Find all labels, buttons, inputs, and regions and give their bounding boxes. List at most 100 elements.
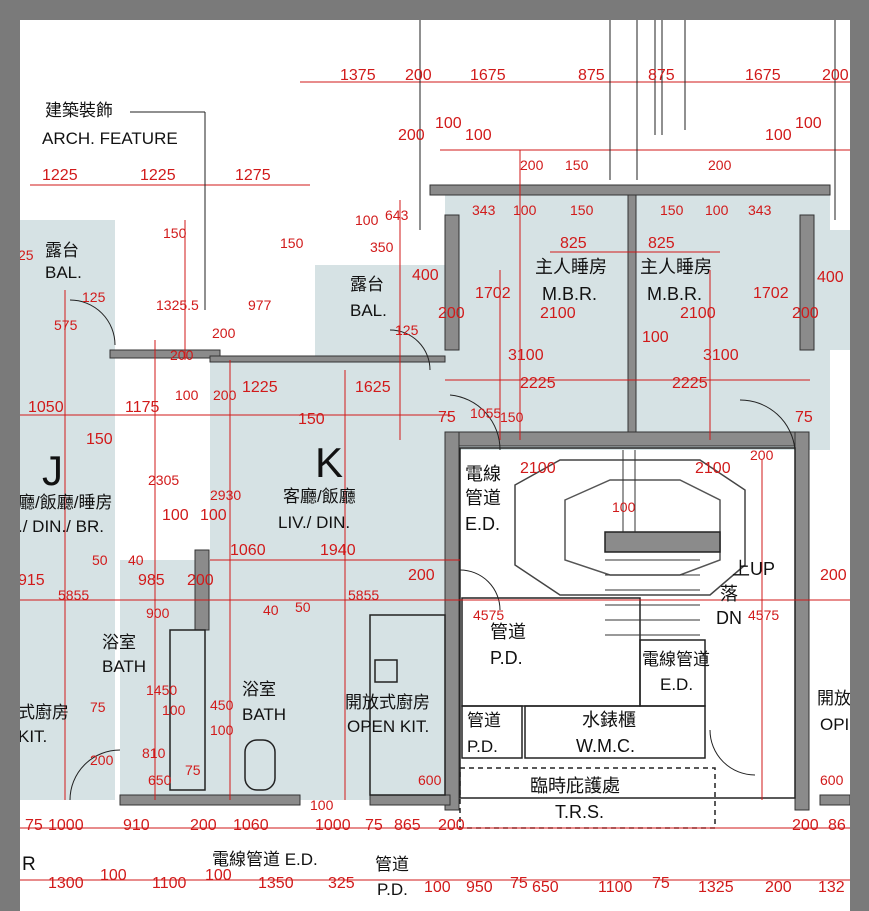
arch-feature-zh: 建築裝飾: [45, 101, 113, 120]
dim-row3b: 343: [472, 202, 496, 218]
dim-row3b: 200: [708, 157, 732, 173]
core-left-wall: [444, 431, 460, 811]
dim-mid: 1225: [242, 379, 278, 396]
dim-liv: 1060: [230, 542, 266, 559]
trs-zh: 臨時庇護處: [530, 776, 620, 796]
dim-mbr: 2225: [520, 375, 556, 392]
balcony-edge-left: [109, 349, 221, 359]
bath-mid-fill: [210, 620, 295, 800]
living-top-wall: [209, 355, 446, 363]
dim-bath: 915: [20, 572, 45, 589]
mbr-left-fill: [445, 195, 635, 450]
kitchen-left-zh: 式廚房: [20, 702, 69, 722]
balcony-right-fill: [815, 230, 850, 350]
bottom-pd-zh: 管道: [375, 855, 409, 874]
dim-bath: 200: [90, 752, 114, 768]
dim-top2: 200: [398, 127, 425, 144]
bottom-r: R: [22, 854, 36, 875]
pd-small-en: P.D.: [467, 737, 498, 756]
ed2-room: [639, 639, 706, 707]
unit-k: K: [315, 439, 343, 486]
dim-bath: 985: [138, 572, 165, 589]
bath-left-zh: 浴室: [102, 633, 136, 652]
ed-small-zh: 電線管道: [642, 650, 710, 669]
dim-left: 1325.5: [156, 297, 199, 313]
walls: [109, 184, 850, 811]
living-room-zh: 客廳/飯廳: [283, 487, 356, 506]
stair-down-zh: 落: [720, 584, 738, 604]
dim-left: 125: [82, 289, 106, 305]
mbr-left-zh: 主人睡房: [535, 257, 607, 277]
room-fills: [20, 195, 850, 800]
bath-mid-zh: 浴室: [242, 680, 276, 699]
dim-row3: 1225: [140, 167, 176, 184]
balcony-left-zh: 露台: [45, 241, 79, 260]
dim-bottom: 100: [100, 867, 127, 884]
trs-en: T.R.S.: [555, 802, 604, 822]
open-kitchen-zh: 開放式廚房: [345, 692, 430, 712]
dim-bath: 810: [142, 745, 166, 761]
dim-bottom: 910: [123, 817, 150, 834]
dim-row3b: 643: [385, 207, 409, 223]
dim-mbr: 100: [642, 329, 669, 346]
dim-bath: 450: [210, 697, 234, 713]
dim-mbr: 400: [817, 269, 844, 286]
bottom-pd-en: P.D.: [377, 880, 408, 899]
dim-bath: 900: [146, 605, 170, 621]
dim-row3b: 350: [370, 239, 394, 255]
dim-bath: 75: [90, 699, 106, 715]
kitchen-right-zh: 開放: [817, 689, 850, 708]
dim-bottom: 75: [25, 817, 43, 834]
bath1-fixture: [169, 629, 206, 791]
dim-row3b: 150: [570, 202, 594, 218]
dim-mbr: 2100: [680, 305, 716, 322]
dim-left: 575: [54, 317, 78, 333]
dim-bottom: 865: [394, 817, 421, 834]
bottom-wall-mid: [369, 794, 451, 806]
dim-bottom: 950: [466, 879, 493, 896]
dim-row3b: 100: [355, 212, 379, 228]
dim-mbr: 400: [412, 267, 439, 284]
mbr-right-wall: [799, 214, 815, 351]
dim-bath: 75: [185, 762, 201, 778]
stair-treads: [605, 450, 700, 636]
dim-mid: 1055: [470, 405, 501, 421]
core-outline: [459, 447, 796, 799]
dim-mid: 150: [500, 409, 524, 425]
dim-row3b: 100: [513, 202, 537, 218]
dim-bath: 50: [92, 552, 108, 568]
stair-inner: [564, 479, 721, 576]
dim-mbr: 200: [792, 305, 819, 322]
dim-mid: 150: [298, 411, 325, 428]
dim-bath: 1450: [146, 682, 177, 698]
dim-bottom: 200: [765, 879, 792, 896]
ed-small-en: E.D.: [660, 675, 693, 694]
dim-mbr: 3100: [703, 347, 739, 364]
bottom-ed: 電線管道 E.D.: [212, 850, 318, 869]
dimension-values: 1375 200 1675 875 875 1675 200 200 100 1…: [20, 67, 849, 896]
dim-top2: 100: [465, 127, 492, 144]
bottom-wall-left: [119, 794, 301, 806]
dim-bottom: 1300: [48, 875, 84, 892]
dim-bath: 40: [128, 552, 144, 568]
dim-row3b: 100: [705, 202, 729, 218]
dim-top: 875: [648, 67, 675, 84]
pd-small-zh: 管道: [467, 711, 501, 730]
dim-bottom: 200: [190, 817, 217, 834]
dim-mid: 75: [438, 409, 456, 426]
dim-bottom: 1100: [598, 879, 633, 896]
pd-core-en: P.D.: [490, 648, 523, 668]
ed-core-zh1: 電線: [465, 464, 501, 484]
pd2-room: [461, 705, 523, 759]
dim-bath: 4575: [473, 607, 504, 623]
dim-mid: 1050: [28, 399, 64, 416]
balcony-left-fill: [20, 230, 90, 340]
dim-left: 125: [395, 322, 419, 338]
open-kitchen-en: OPEN KIT.: [347, 717, 429, 736]
dim-bottom: 600: [820, 772, 844, 788]
dim-bath: 50: [295, 599, 311, 615]
dim-top2: 100: [795, 115, 822, 132]
balcony-mid-zh: 露台: [350, 275, 384, 294]
dim-liv: 200: [820, 567, 847, 584]
dim-mbr: 2225: [672, 375, 708, 392]
